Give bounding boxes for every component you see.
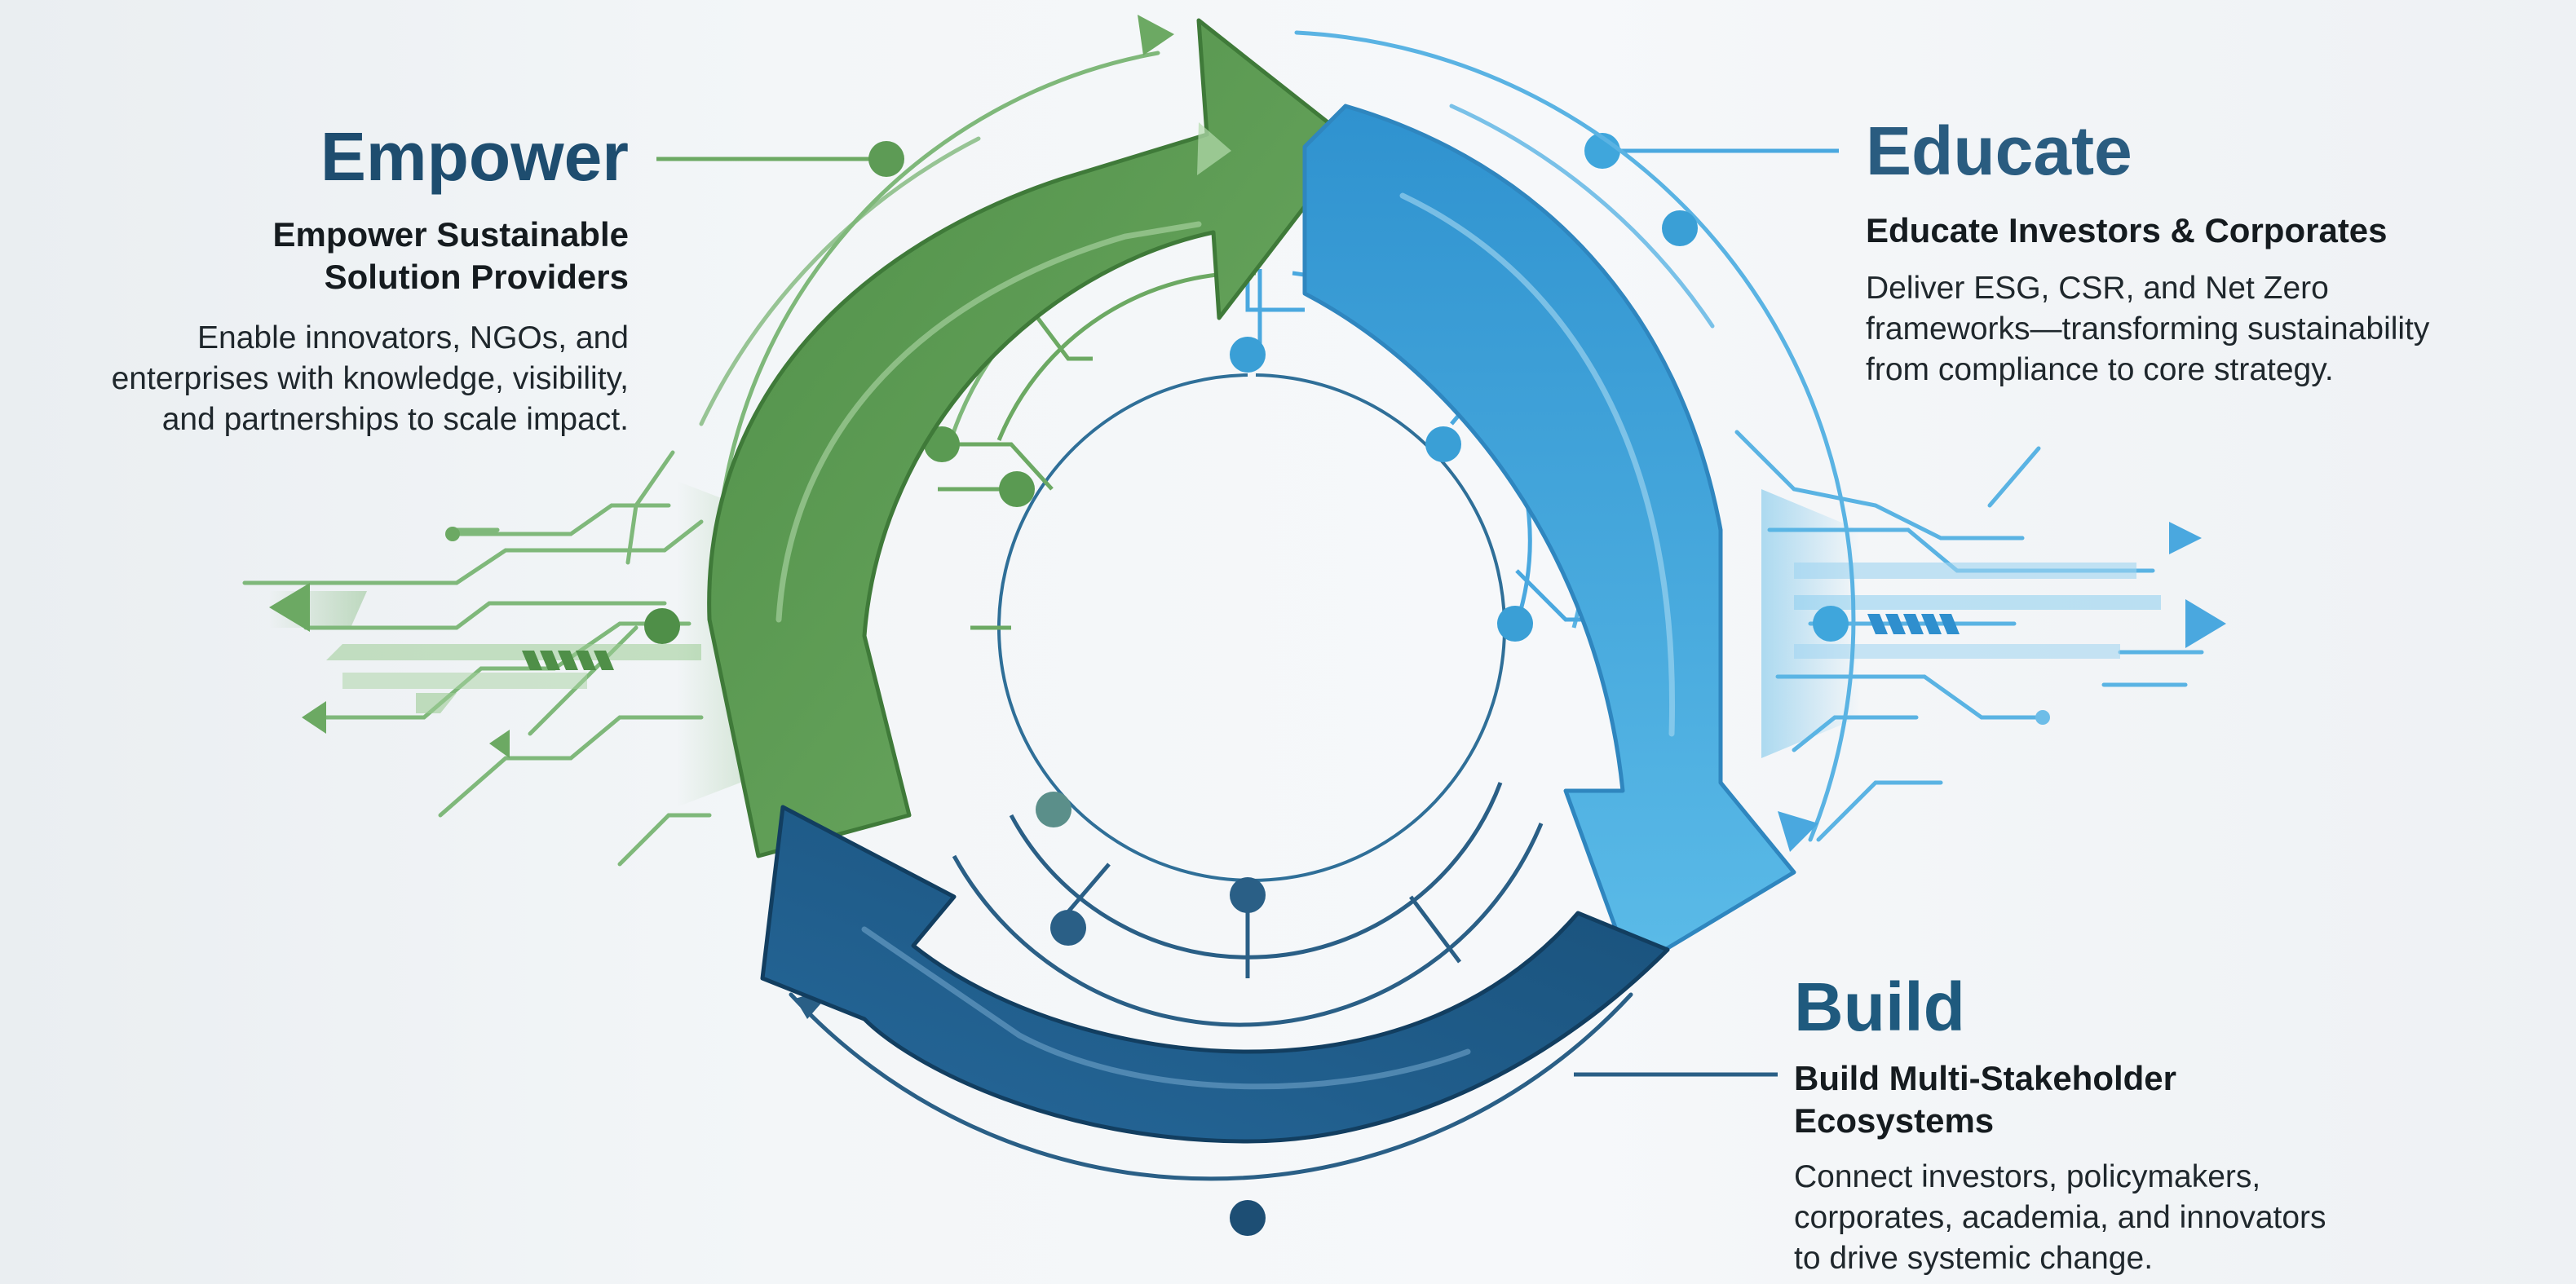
- educate-description: Deliver ESG, CSR, and Net Zero framework…: [1866, 268, 2567, 390]
- empower-subtitle-line: Empower Sustainable: [272, 215, 629, 254]
- build-description-line: corporates, academia, and innovators: [1794, 1200, 2326, 1235]
- left-arrowheads: [269, 583, 510, 758]
- educate-subtitle-line: Educate Investors & Corporates: [1866, 211, 2388, 249]
- empower-description-line: Enable innovators, NGOs, and: [197, 320, 629, 355]
- empower-description-line: enterprises with knowledge, visibility,: [111, 361, 629, 396]
- circuit-node: [445, 527, 460, 541]
- educate-description-line: from compliance to core strategy.: [1866, 352, 2334, 387]
- empower-title: Empower: [320, 118, 629, 195]
- empower-section: Empower Empower Sustainable Solution Pro…: [0, 122, 629, 440]
- build-section: Build Build Multi-Stakeholder Ecosystems…: [1794, 973, 2528, 1279]
- educate-title: Educate: [1866, 113, 2132, 189]
- arc-arrowhead: [1138, 15, 1174, 55]
- right-circuit-bars: [1761, 489, 2161, 758]
- circuit-node: [2035, 710, 2050, 725]
- arc-arrowhead: [1778, 811, 1818, 852]
- darkblue-cycle-arrow: [760, 805, 1670, 1144]
- empower-description: Enable innovators, NGOs, and enterprises…: [0, 318, 629, 440]
- build-description-line: to drive systemic change.: [1794, 1241, 2154, 1276]
- build-subtitle: Build Multi-Stakeholder Ecosystems: [1794, 1057, 2528, 1142]
- educate-subtitle: Educate Investors & Corporates: [1866, 210, 2567, 252]
- empower-subtitle: Empower Sustainable Solution Providers: [0, 214, 629, 298]
- educate-description-line: Deliver ESG, CSR, and Net Zero: [1866, 271, 2329, 306]
- build-description-line: Connect investors, policymakers,: [1794, 1159, 2261, 1194]
- empower-connector-node: [868, 141, 904, 177]
- circuit-node: [644, 608, 680, 644]
- empower-description-line: and partnerships to scale impact.: [161, 402, 629, 437]
- circuit-node: [1813, 606, 1849, 642]
- build-title: Build: [1794, 969, 1965, 1045]
- lightblue-cycle-arrow: [1302, 104, 1796, 973]
- green-cycle-arrow: [707, 18, 1356, 858]
- educate-section: Educate Educate Investors & Corporates D…: [1866, 117, 2567, 390]
- build-subtitle-line: Ecosystems: [1794, 1101, 1995, 1140]
- right-arrowheads: [2169, 522, 2226, 648]
- build-description: Connect investors, policymakers, corpora…: [1794, 1157, 2528, 1279]
- empower-subtitle-line: Solution Providers: [324, 258, 629, 296]
- educate-description-line: frameworks—transforming sustainability: [1866, 311, 2430, 346]
- build-subtitle-line: Build Multi-Stakeholder: [1794, 1059, 2177, 1097]
